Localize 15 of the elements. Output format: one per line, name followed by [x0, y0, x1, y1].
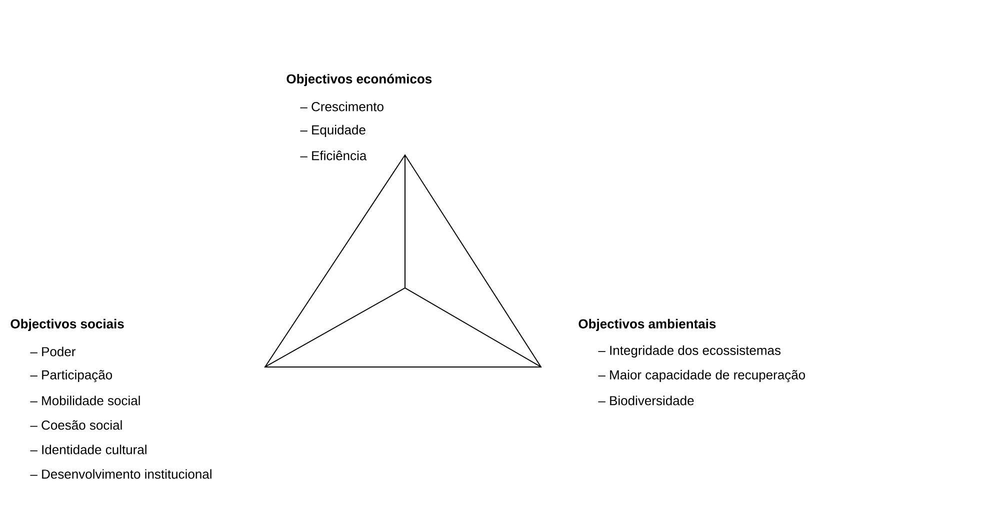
list-item: – Identidade cultural	[30, 444, 146, 454]
list-item: – Biodiversidade	[598, 396, 694, 406]
list-item: – Desenvolvimento institucional	[30, 469, 212, 479]
list-item: – Participação	[30, 370, 112, 382]
list-item: – Maior capacidade de recuperação	[598, 370, 805, 382]
list-item: – Integridade dos ecossistemas	[598, 345, 781, 358]
list-item: – Eficiência	[300, 150, 367, 160]
group-heading: Objectivos económicos	[286, 74, 432, 86]
group-heading: Objectivos ambientais	[578, 318, 716, 332]
group-heading: Objectivos sociais	[10, 318, 124, 332]
list-item: – Equidade	[300, 124, 366, 138]
list-item: – Poder	[30, 346, 76, 356]
list-item: – Coesão social	[30, 420, 122, 430]
list-item: – Mobilidade social	[30, 396, 140, 406]
list-item: – Crescimento	[300, 102, 384, 112]
